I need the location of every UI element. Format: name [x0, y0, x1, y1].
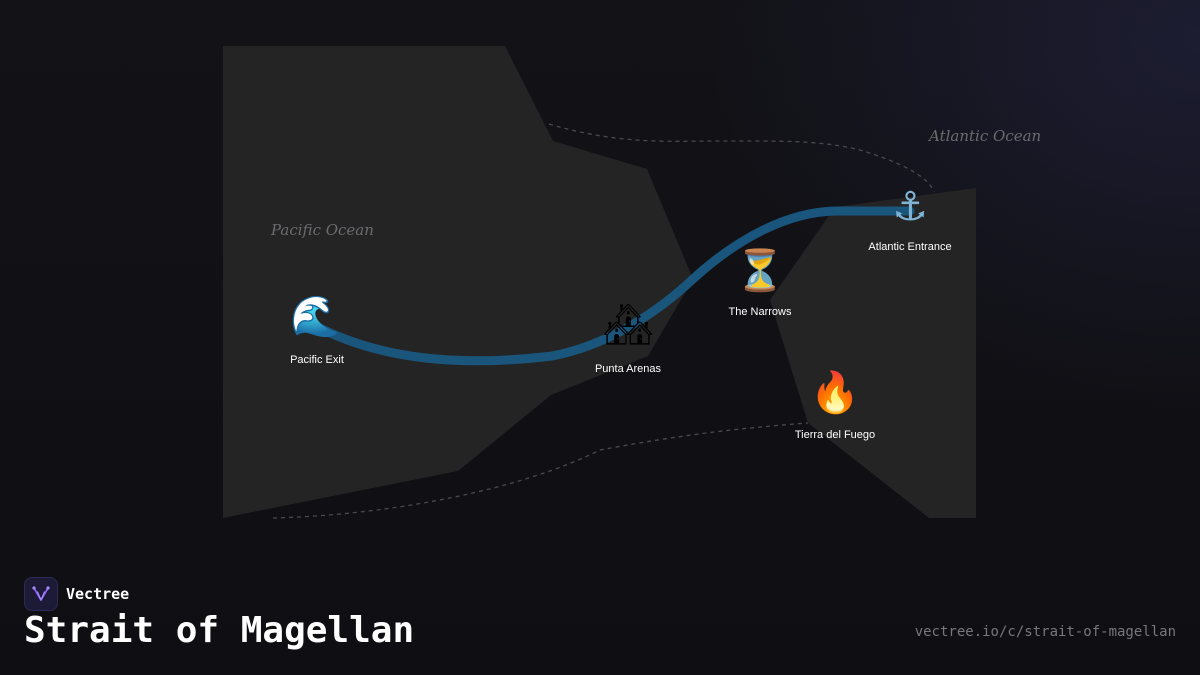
ocean-label-pacific: Pacific Ocean: [270, 221, 374, 239]
marker-label-atlantic-entrance: Atlantic Entrance: [868, 241, 951, 253]
marker-label-pacific-exit: Pacific Exit: [290, 354, 344, 366]
southern-boundary-line: [272, 422, 809, 519]
marker-label-punta-arenas: Punta Arenas: [595, 363, 662, 375]
fire-icon: 🔥: [810, 369, 860, 416]
route-line: [309, 206, 915, 366]
brand[interactable]: Vectree: [24, 577, 129, 611]
vectree-logo-icon: [24, 577, 58, 611]
hourglass-icon: ⏳: [735, 247, 785, 294]
marker-tierra-del-fuego[interactable]: 🔥 Tierra del Fuego: [795, 369, 875, 441]
marker-punta-arenas[interactable]: 🏘 Punta Arenas: [595, 302, 662, 375]
marker-label-tierra-del-fuego: Tierra del Fuego: [795, 429, 875, 441]
page-url[interactable]: vectree.io/c/strait-of-magellan: [914, 624, 1176, 640]
page-title: Strait of Magellan: [24, 610, 415, 651]
marker-pacific-exit[interactable]: 🌊 Pacific Exit: [290, 293, 344, 366]
mainland-landmass: [223, 46, 693, 518]
ocean-label-atlantic: Atlantic Ocean: [927, 127, 1041, 145]
marker-the-narrows[interactable]: ⏳ The Narrows: [729, 247, 792, 318]
anchor-icon: ⚓: [892, 184, 928, 230]
wave-icon: 🌊: [290, 293, 340, 340]
northern-boundary-line: [548, 123, 935, 193]
marker-atlantic-entrance[interactable]: ⚓ Atlantic Entrance: [868, 184, 951, 253]
brand-name: Vectree: [66, 585, 130, 603]
houses-icon: 🏘: [603, 302, 654, 348]
tierra-del-fuego-landmass: [770, 188, 976, 518]
marker-label-the-narrows: The Narrows: [729, 306, 792, 318]
